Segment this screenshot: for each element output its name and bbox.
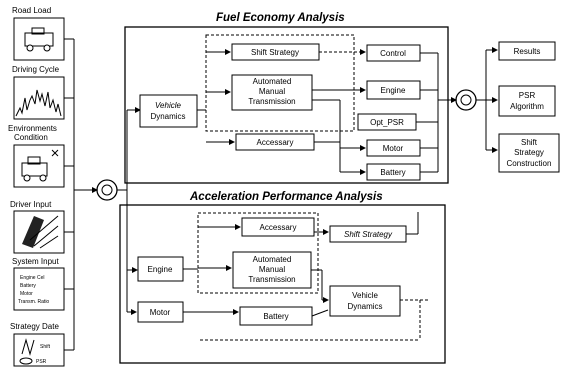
accessary-label: Accessary xyxy=(257,138,294,147)
shift-construction-label-2: Strategy xyxy=(514,148,544,157)
system-input-line-battery: Battery xyxy=(20,283,36,289)
acceleration-title: Acceleration Performance Analysis xyxy=(189,191,383,203)
psr-label-1: PSR xyxy=(519,91,536,100)
acceleration-connectors xyxy=(126,212,430,341)
fuel-economy-connectors xyxy=(197,49,457,175)
psr-label-2: Algorithm xyxy=(510,102,544,111)
acceleration-frame xyxy=(119,204,446,364)
accel-shift-strategy-label: Shift Strategy xyxy=(344,230,393,239)
accel-vehicle-dynamics-label-1: Vehicle xyxy=(352,291,378,300)
accel-amt-block xyxy=(232,251,312,289)
amt-label-3: Transmission xyxy=(248,97,295,106)
shift-construction-label-3: Construction xyxy=(507,159,552,168)
input-junction xyxy=(96,179,118,201)
accel-vehicle-dynamics-block xyxy=(329,285,401,317)
amt-block xyxy=(231,74,313,111)
input-column: Road Load Driving Cycle Environments Con… xyxy=(8,6,65,367)
accel-engine-label: Engine xyxy=(148,265,173,274)
accel-amt-label-2: Manual xyxy=(259,265,285,274)
battery-label: Battery xyxy=(380,168,405,177)
vehicle-dynamics-label-2: Dynamics xyxy=(150,112,185,121)
accel-engine-block xyxy=(137,256,184,282)
accel-motor-label: Motor xyxy=(150,308,171,317)
accel-drivetrain-group xyxy=(197,212,319,294)
engine-label: Engine xyxy=(381,86,406,95)
opt-psr-label: Opt_PSR xyxy=(370,118,404,127)
psr-algorithm-block xyxy=(498,85,556,117)
system-input-line-motor: Motor xyxy=(20,291,33,297)
shift-construction-label-1: Shift xyxy=(521,138,538,147)
system-input-label: System Input xyxy=(12,257,59,266)
amt-label-1: Automated xyxy=(253,77,292,86)
accel-amt-label-1: Automated xyxy=(253,255,292,264)
fuel-economy-frame xyxy=(124,26,449,184)
vehicle-on-slope-icon xyxy=(21,149,59,182)
car-icon xyxy=(24,27,54,52)
strategy-data-label: Strategy Date xyxy=(10,322,59,331)
amt-label-2: Manual xyxy=(259,87,285,96)
environments-label: Environments xyxy=(8,124,57,133)
accel-accessary-label: Accessary xyxy=(260,223,297,232)
results-block xyxy=(498,41,556,61)
motor-label: Motor xyxy=(383,144,404,153)
strategy-icon xyxy=(19,338,35,365)
speed-profile-icon xyxy=(15,89,62,117)
vehicle-dynamics-label-1: Vehicle xyxy=(155,101,181,110)
vehicle-dynamics-block xyxy=(139,94,198,128)
output-junction xyxy=(455,89,477,111)
strategy-data-box xyxy=(13,333,65,367)
road-load-icon xyxy=(13,17,65,61)
system-input-line-transmission: Transm. Ratio xyxy=(18,299,49,305)
pedal-icon xyxy=(22,215,59,249)
driver-input-label: Driver Input xyxy=(10,200,52,209)
shift-construction-block xyxy=(498,133,560,173)
condition-label: Condition xyxy=(14,133,48,142)
driving-cycle-label: Driving Cycle xyxy=(12,65,60,74)
accel-battery-label: Battery xyxy=(263,312,288,321)
control-label: Control xyxy=(380,49,406,58)
strategy-item-shift: Shift xyxy=(40,344,51,350)
fuel-economy-title: Fuel Economy Analysis xyxy=(216,12,345,24)
accel-accessary-block xyxy=(241,217,315,237)
accel-vehicle-dynamics-label-2: Dynamics xyxy=(347,302,382,311)
input-connectors xyxy=(64,38,98,351)
shift-strategy-label: Shift Strategy xyxy=(251,48,299,57)
road-load-label: Road Load xyxy=(12,6,51,15)
strategy-item-psr: PSR xyxy=(36,359,47,365)
accel-amt-label-3: Transmission xyxy=(248,275,295,284)
drivetrain-group xyxy=(205,34,355,132)
results-label: Results xyxy=(514,47,541,56)
system-input-line-engine: Engine Cel xyxy=(20,275,44,281)
